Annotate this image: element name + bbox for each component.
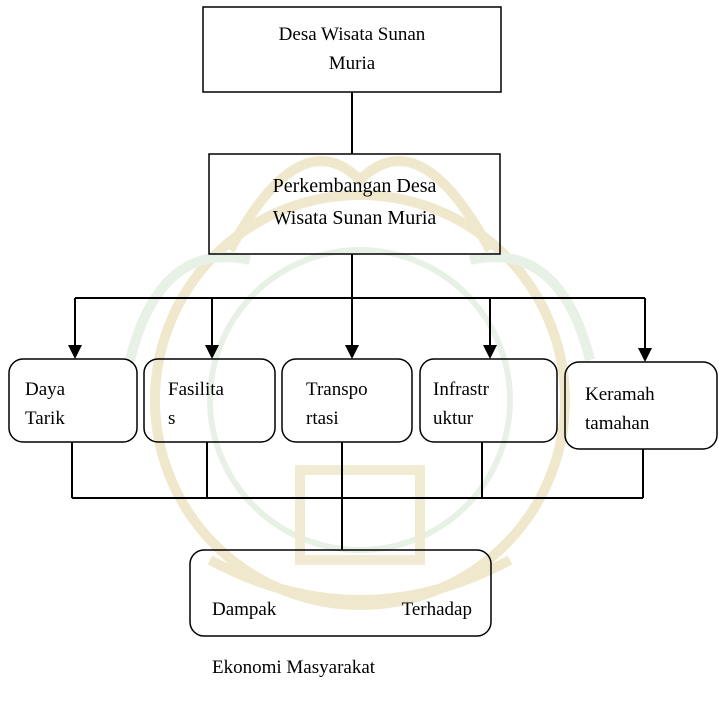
arrowhead-fasilitas [205, 345, 219, 359]
factor-label-daya-tarik: Daya Tarik [25, 379, 66, 429]
factor-label-infrastruktur: Infrastr uktur [433, 379, 489, 429]
factor-box-fasilitas [143, 358, 276, 443]
factor-label-fasilitas: Fasilita s [168, 379, 224, 429]
arrowhead-transportasi [345, 345, 359, 359]
arrowhead-infrastruktur [483, 345, 497, 359]
connectors [71, 92, 646, 550]
impact-label-line2: Ekonomi Masyarakat [212, 657, 376, 678]
factor-label-transportasi: Transpo rtasi [306, 379, 368, 429]
impact-label-line1: Dampak Terhadap [212, 599, 472, 620]
arrowhead-keramahtamahan [638, 348, 652, 362]
factor-label-keramahtamahan: Keramah tamahan [585, 384, 655, 434]
development-box [208, 153, 501, 255]
factor-box-infrastruktur [419, 358, 558, 443]
arrowhead-daya-tarik [68, 345, 82, 359]
impact-box [189, 549, 492, 637]
factor-box-transportasi [281, 358, 413, 443]
top-box-label: Desa Wisata Sunan Muria [278, 24, 426, 74]
arrowheads [68, 345, 652, 362]
impact-box-label: Dampak Terhadap Ekonomi Masyarakat [212, 566, 472, 711]
factor-box-keramahtamahan [564, 361, 718, 450]
flowchart-diagram [8, 6, 718, 637]
development-box-label: Perkembangan Desa Wisata Sunan Muria [272, 175, 437, 229]
